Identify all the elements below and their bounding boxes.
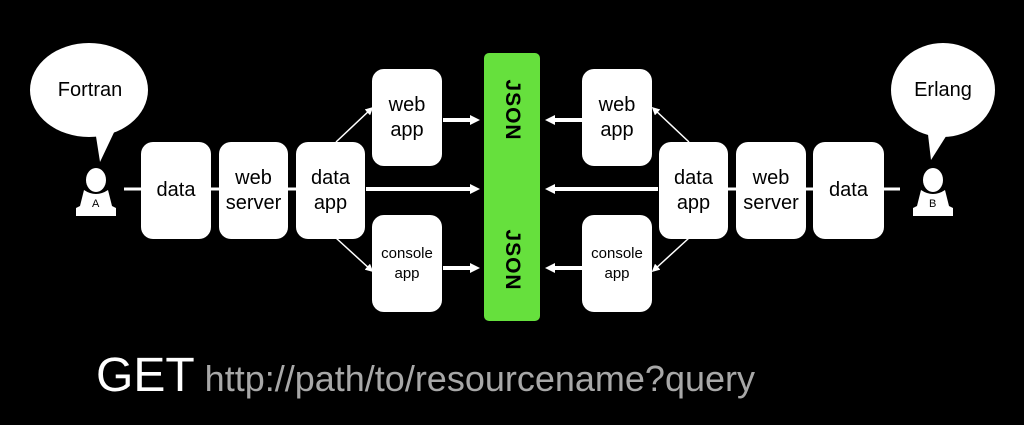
user-a-label: A bbox=[92, 198, 100, 210]
console-app-line2-right: app bbox=[604, 264, 630, 282]
user-b-icon bbox=[913, 168, 953, 216]
console-app-line2-left: app bbox=[394, 264, 420, 282]
data-app-box-right: data app bbox=[659, 142, 728, 239]
web-app-box-right: web app bbox=[582, 69, 652, 166]
console-app-box-right: console app bbox=[582, 215, 652, 312]
user-a-icon bbox=[76, 168, 116, 216]
arrow-dataapp-webapp-left bbox=[335, 106, 374, 143]
web-server-line1-left: web bbox=[235, 166, 272, 189]
web-server-line1-right: web bbox=[752, 166, 790, 189]
web-server-box-left: web server bbox=[219, 142, 288, 239]
web-server-line2-left: server bbox=[225, 191, 282, 214]
console-app-line1-left: console bbox=[381, 244, 433, 262]
web-server-box-right: web server bbox=[736, 142, 806, 239]
data-app-line2-left: app bbox=[313, 191, 348, 214]
data-box-right: data bbox=[813, 142, 884, 239]
data-label-right: data bbox=[829, 179, 868, 201]
json-label-top: JSON bbox=[501, 79, 524, 141]
json-bar bbox=[484, 53, 540, 321]
speech-bubble-right bbox=[891, 43, 995, 160]
console-app-line1-right: console bbox=[591, 244, 643, 262]
data-app-box-left: data app bbox=[296, 142, 365, 239]
json-label-bottom: JSON bbox=[501, 229, 524, 291]
arrow-dataapp-webapp-right bbox=[651, 106, 690, 143]
web-server-line2-right: server bbox=[743, 191, 799, 214]
data-app-line1-left: data bbox=[311, 166, 350, 189]
data-box-left: data bbox=[141, 142, 211, 239]
web-app-line2-right: app bbox=[600, 118, 634, 141]
console-app-box-left: console app bbox=[372, 215, 442, 312]
data-app-line2-right: app bbox=[676, 191, 711, 214]
data-label-left: data bbox=[156, 179, 196, 201]
speech-bubble-left bbox=[30, 43, 148, 162]
data-app-line1-right: data bbox=[674, 166, 713, 189]
speech-text-left: Fortran bbox=[57, 79, 123, 101]
arrow-dataapp-consoleapp-left bbox=[335, 237, 374, 273]
speech-text-right: Erlang bbox=[914, 79, 972, 101]
web-app-line1-left: web bbox=[388, 93, 426, 116]
web-app-line1-right: web bbox=[598, 93, 636, 116]
user-b-label: B bbox=[929, 198, 937, 210]
request-url: http://path/to/resourcename?query bbox=[204, 358, 756, 399]
arrow-dataapp-consoleapp-right bbox=[651, 237, 690, 273]
request-method: GET bbox=[96, 349, 195, 402]
web-app-line2-left: app bbox=[390, 118, 424, 141]
web-app-box-left: web app bbox=[372, 69, 442, 166]
